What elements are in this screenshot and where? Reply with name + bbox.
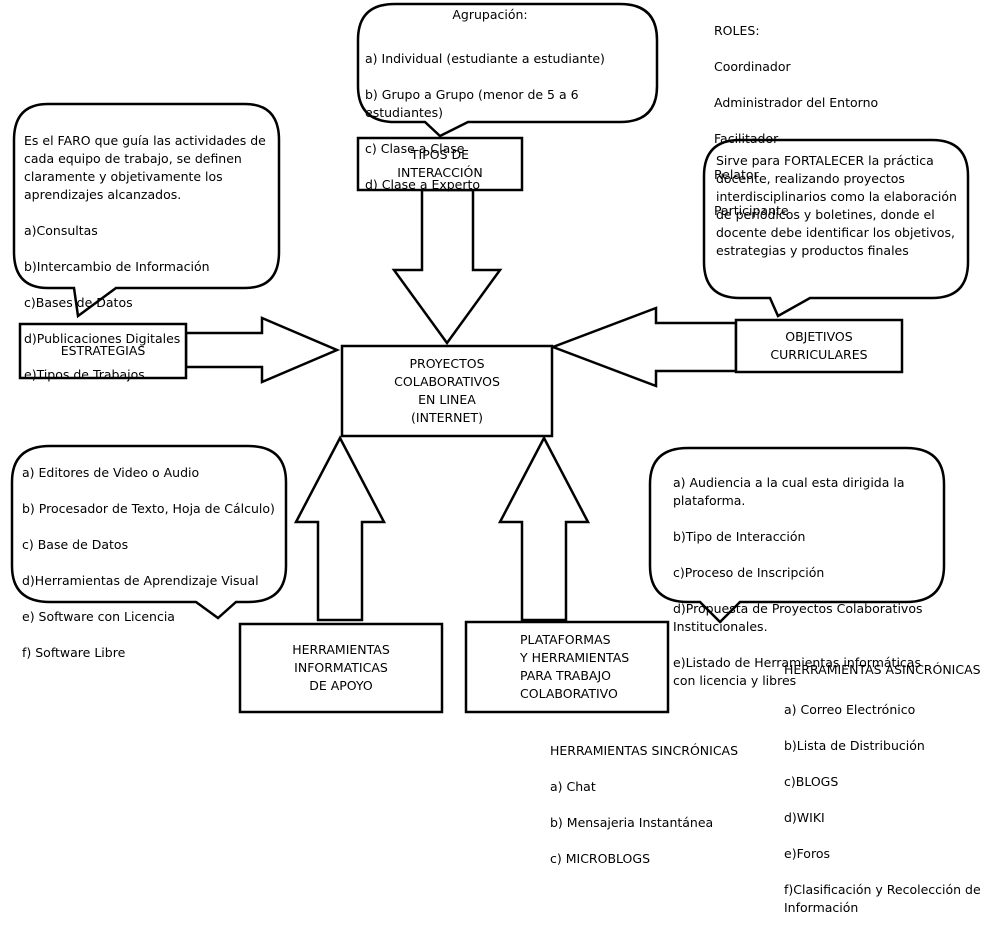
- plataformas-bubble: [648, 446, 946, 624]
- herramienta-item: e) Software con Licencia: [22, 609, 175, 624]
- estrategias-bubble: [12, 102, 281, 319]
- estrategias-box: [18, 322, 188, 380]
- asincronica-item: b)Lista de Distribución: [784, 738, 925, 753]
- sincronica-item: b) Mensajeria Instantánea: [550, 815, 714, 830]
- center-label: PROYECTOS COLABORATIVOS EN LINEA (INTERN…: [394, 356, 500, 425]
- tipos-label: TIPOS DE INTERACCIÓN: [397, 147, 483, 180]
- herramienta-item: f) Software Libre: [22, 645, 126, 660]
- role-item: Participante: [714, 203, 789, 218]
- objetivos-label: OBJETIVOS CURRICULARES: [770, 329, 868, 362]
- estrategias-bubble-text: Es el FARO que guía las actividades de c…: [24, 114, 272, 402]
- plataformas-bubble-text: a) Audiencia a la cual esta dirigida la …: [673, 456, 935, 708]
- asincronica-item: e)Foros: [784, 846, 830, 861]
- asincronica-item: c)BLOGS: [784, 774, 839, 789]
- estrategia-item: c)Bases de Datos: [24, 295, 133, 310]
- asincronica-item: a) Correo Electrónico: [784, 702, 916, 717]
- agrupacion-item: c) Clase a Clase: [365, 141, 465, 156]
- herramienta-item: b) Procesador de Texto, Hoja de Cálculo): [22, 501, 275, 516]
- arrow-up-plataformas: [497, 435, 591, 622]
- role-item: Administrador del Entorno: [714, 95, 879, 110]
- objetivos-bubble-text: Sirve para FORTALECER la práctica docent…: [716, 153, 957, 258]
- herramientas-label: HERRAMIENTAS INFORMATICAS DE APOYO: [292, 642, 390, 693]
- estrategia-item: a)Consultas: [24, 223, 98, 238]
- plataforma-item: e)Listado de Herramientas informáticas c…: [673, 655, 921, 688]
- estrategias-label: ESTRATEGIAS: [60, 343, 146, 358]
- roles-title: ROLES:: [714, 23, 760, 38]
- diagram-shapes: [10, 2, 970, 714]
- sincronicas-list: HERRAMIENTAS SINCRÓNICAS a) Chat b) Mens…: [550, 724, 770, 886]
- herramienta-item: c) Base de Datos: [22, 537, 129, 552]
- roles-list: ROLES: Coordinador Administrador del Ent…: [714, 4, 914, 238]
- tipos-box: [356, 136, 524, 192]
- plataforma-item: c)Proceso de Inscripción: [673, 565, 825, 580]
- estrategia-item: b)Intercambio de Información: [24, 259, 210, 274]
- agrupacion-item: b) Grupo a Grupo (menor de 5 a 6 estudia…: [365, 87, 579, 120]
- role-item: Relator: [714, 167, 759, 182]
- asincronicas-title: HERRAMIENTAS ASINCRÓNICAS: [784, 662, 981, 677]
- estrategia-item: d)Publicaciones Digitales: [24, 331, 181, 346]
- herramientas-box: [238, 622, 444, 714]
- center-box: [340, 344, 554, 438]
- asincronica-item: f)Clasificación y Recolección de Informa…: [784, 882, 981, 915]
- agrupacion-item: a) Individual (estudiante a estudiante): [365, 51, 605, 66]
- arrow-up-herramientas: [293, 435, 387, 622]
- herramienta-item: d)Herramientas de Aprendizaje Visual: [22, 573, 259, 588]
- arrow-right-estrategias: [184, 316, 341, 384]
- agrupacion-item: d) Clase a Experto: [365, 177, 481, 192]
- plataformas-label: PLATAFORMAS Y HERRAMIENTAS PARA TRABAJO …: [520, 632, 630, 701]
- objetivos-bubble: [702, 138, 970, 318]
- role-item: Facilitador: [714, 131, 779, 146]
- asincronicas-list: HERRAMIENTAS ASINCRÓNICAS a) Correo Elec…: [784, 643, 982, 935]
- plataformas-box: [464, 620, 670, 714]
- herramienta-item: a) Editores de Video o Audio: [22, 465, 200, 480]
- agrupacion-list: a) Individual (estudiante a estudiante) …: [365, 32, 655, 212]
- herramientas-bubble: [10, 444, 288, 620]
- sincronica-item: c) MICROBLOGS: [550, 851, 650, 866]
- sincronicas-title: HERRAMIENTAS SINCRÓNICAS: [550, 743, 739, 758]
- sincronica-item: a) Chat: [550, 779, 596, 794]
- role-item: Coordinador: [714, 59, 791, 74]
- objetivos-box: [734, 318, 904, 374]
- arrow-left-objetivos: [549, 306, 738, 388]
- plataforma-item: a) Audiencia a la cual esta dirigida la …: [673, 475, 905, 508]
- estrategia-item: e)Tipos de Trabajos: [24, 367, 145, 382]
- herramientas-bubble-text: a) Editores de Video o Audio b) Procesad…: [22, 446, 280, 680]
- agrupacion-bubble: [356, 2, 659, 138]
- estrategias-intro: Es el FARO que guía las actividades de c…: [24, 133, 266, 202]
- asincronica-item: d)WIKI: [784, 810, 825, 825]
- plataforma-item: b)Tipo de Interacción: [673, 529, 806, 544]
- agrupacion-title: Agrupación:: [452, 7, 528, 22]
- arrow-down-tipos: [391, 188, 503, 346]
- plataforma-item: d)Propuesta de Proyectos Colaborativos I…: [673, 601, 923, 634]
